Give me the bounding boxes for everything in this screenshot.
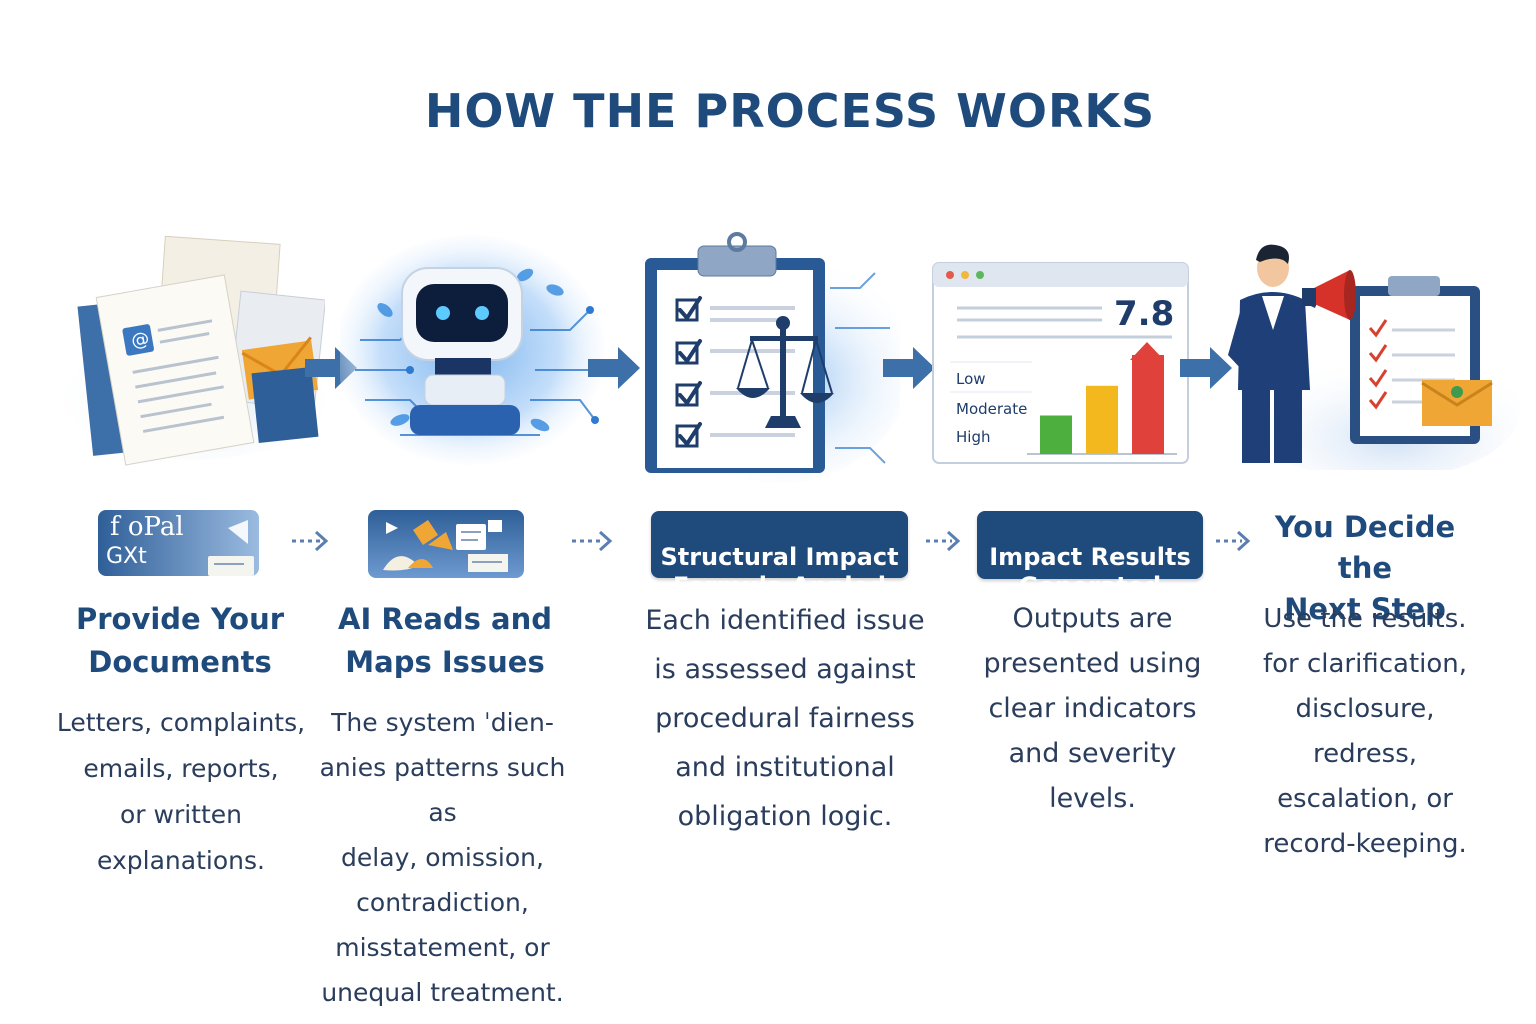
right-arrow-icon [883,347,935,389]
dashed-arrow-icon [290,527,332,562]
document-apps-icon: f oPal GXt [98,510,259,576]
severity-bar-high [1132,355,1164,454]
step2-heading: AI Reads and Maps Issues [338,602,552,679]
step3-pill: Structural Impact Formula Appled [651,511,908,600]
severity-label-low: Low [956,370,986,388]
severity-bar-low [1040,415,1072,454]
step1-description: Letters, complaints, emails, reports, or… [56,708,306,875]
page-title: HOW THE PROCESS WORKS [424,84,1156,138]
right-arrow-icon [1180,347,1232,389]
step5-description: Use the results. for clarification, disc… [1262,604,1468,859]
step4-pill: Impact Results Generated [977,511,1203,600]
severity-label-moderate: Moderate [956,400,1028,418]
severity-bar-moderate [1086,385,1118,454]
badge-text-bottom: GXt [106,544,147,569]
person-megaphone-icon [1228,244,1520,470]
severity-label-high: High [956,428,991,446]
dashboard-chart-icon [932,262,1189,464]
clipboard-scales-icon [645,232,900,483]
badge-text-top: f oPal [110,512,184,542]
dashed-arrow-icon [570,527,616,562]
ai-robot-icon [340,235,605,465]
impact-score: 7.8 [1114,294,1175,334]
documents-stack-icon: @ [60,235,325,466]
step1-heading: Provide Your Documents [75,602,285,679]
window-dot-green [976,271,984,279]
trend-arrow-head [1130,342,1164,360]
svg-text:@: @ [130,328,151,352]
step2-description: The system ˈdien- anies patterns such as… [319,708,566,1007]
step3-description: Each identified issue is assessed agains… [645,605,925,832]
right-arrow-icon [588,347,640,389]
step3-pill-text: Structural Impact Formula Appled [660,543,899,600]
step4-pill-text: Impact Results Generated [989,543,1191,600]
dashed-arrow-icon [1214,527,1256,562]
dashed-arrow-icon [924,527,966,562]
window-dot-yellow [961,271,969,279]
step5-heading: You Decide the Next Step [1274,510,1456,626]
dashboard-panel: 7.8 Low Moderate High [932,262,1189,464]
step4-description: Outputs are presented using clear indica… [983,603,1202,814]
ai-mapping-icon [368,510,524,578]
window-dot-red [946,271,954,279]
